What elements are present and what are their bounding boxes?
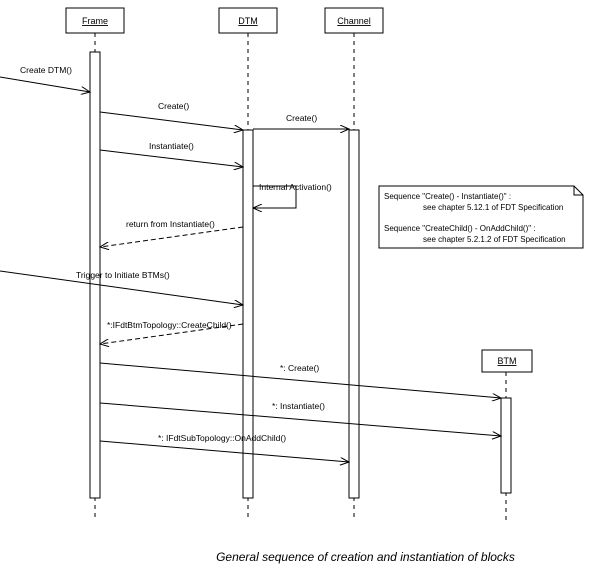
- dtm-activation: [242, 129, 254, 499]
- msg-internal-activation-label: Internal Activation(): [259, 182, 332, 192]
- msg-trigger-arrow: [0, 270, 243, 305]
- msg-create-child-arrow: [100, 323, 244, 344]
- dtm-label: DTM: [238, 16, 258, 26]
- msg-on-add-child-label: *: IFdtSubTopology::OnAddChild(): [158, 433, 286, 443]
- msg-trigger-label: Trigger to Initiate BTMs(): [76, 270, 170, 280]
- msg-instantiate-arrow: [99, 149, 243, 167]
- figure-caption: General sequence of creation and instant…: [216, 550, 515, 564]
- participant-frame: Frame: [65, 7, 125, 34]
- msg-instantiate-label: Instantiate(): [149, 141, 194, 151]
- msg-star-create-label: *: Create(): [280, 363, 319, 373]
- btm-activation: [500, 397, 512, 494]
- note-box: Sequence "Create() - Instantiate()" : se…: [378, 185, 584, 249]
- msg-internal-activation-arrow: [253, 185, 297, 208]
- msg-create-1-arrow: [99, 111, 243, 130]
- participant-dtm: DTM: [218, 7, 278, 34]
- msg-return-instantiate-label: return from Instantiate(): [126, 219, 215, 229]
- note-line-3: Sequence "CreateChild() - OnAddChild()" …: [384, 224, 536, 233]
- frame-activation: [89, 51, 101, 499]
- note-line-2: see chapter 5.12.1 of FDT Specification: [423, 203, 563, 212]
- msg-star-instantiate-label: *: Instantiate(): [272, 401, 325, 411]
- participant-channel: Channel: [324, 7, 384, 34]
- msg-star-create-arrow: [99, 362, 501, 398]
- msg-create-2-label: Create(): [286, 113, 317, 123]
- msg-create-dtm-label: Create DTM(): [20, 65, 72, 75]
- note-line-4: see chapter 5.2.1.2 of FDT Specification: [423, 235, 566, 244]
- msg-create-child-label: *:IFdtBtmTopology::CreateChild(): [107, 320, 232, 330]
- msg-create-1-label: Create(): [158, 101, 189, 111]
- channel-activation: [348, 129, 360, 499]
- msg-on-add-child-arrow: [99, 440, 349, 462]
- frame-label: Frame: [82, 16, 108, 26]
- participant-btm: BTM: [481, 349, 533, 373]
- msg-return-instantiate-arrow: [100, 226, 244, 247]
- btm-label: BTM: [498, 356, 517, 366]
- msg-create-dtm-arrow: [0, 76, 90, 92]
- msg-star-instantiate-arrow: [99, 402, 501, 436]
- note-line-1: Sequence "Create() - Instantiate()" :: [384, 192, 511, 201]
- channel-label: Channel: [337, 16, 371, 26]
